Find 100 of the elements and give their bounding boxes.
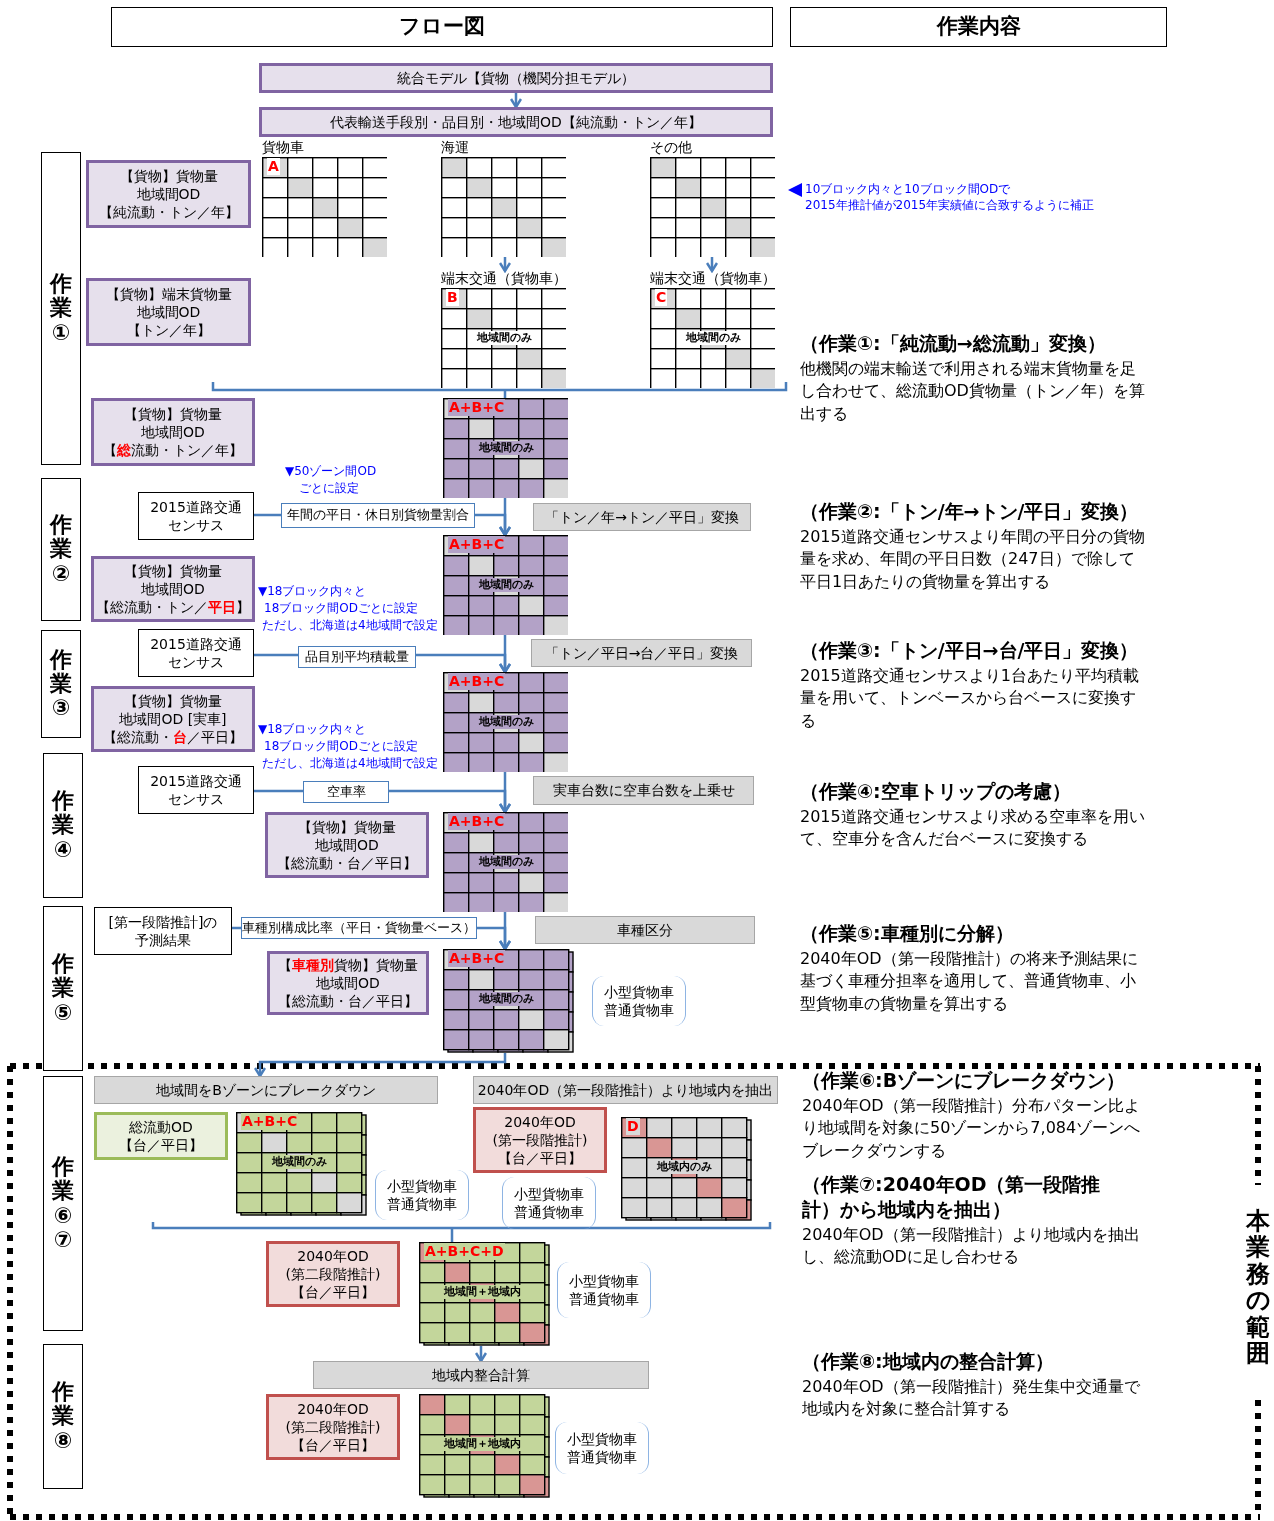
step-label: 作業⑧: [52, 1380, 74, 1453]
box-label: 【貨物】貨物量: [124, 691, 222, 710]
data-box: [266, 1394, 400, 1460]
box-label: 【台／平日】: [291, 1436, 375, 1455]
step-label: 作業⑤: [52, 952, 74, 1025]
box-label: 【台／平日】: [119, 1136, 203, 1155]
data-box: [94, 1112, 228, 1160]
arrow: [389, 789, 512, 814]
box-label: 小型貨物車: [514, 1184, 584, 1203]
step-heading: （作業③:「トン/平日→台/平日」変換）: [800, 638, 1140, 663]
data-box: [91, 686, 255, 752]
box-label: 【貨物】貨物量: [119, 166, 218, 185]
matrix-label: 地域間＋地域内: [441, 1437, 523, 1451]
matrix-title: 端末交通（貨物車）: [441, 270, 567, 287]
box-label: 代表輸送手段別・品目別・地域間OD【純流動・トン／年】: [330, 112, 702, 132]
matrix-corner-label: B: [446, 289, 459, 306]
process-box: [533, 776, 754, 805]
box-label: 2015道路交通: [150, 497, 242, 516]
arrow: [253, 1053, 507, 1078]
process-box: [94, 1076, 438, 1104]
box-label: 「トン／年→トン／平日」変換: [545, 507, 739, 527]
box-label: 【台／平日】: [498, 1149, 582, 1168]
box-label: 実車台数に空車台数を上乗せ: [552, 781, 735, 800]
box-label: 【貨物】端末貨物量: [105, 284, 232, 303]
step-heading: （作業⑤:車種別に分解）: [800, 921, 1015, 946]
box-label: 総流動OD: [129, 1117, 193, 1136]
step-label: 作業②: [50, 513, 72, 586]
box-label: 地域間OD: [141, 422, 205, 442]
matrix-label: 地域間のみ: [683, 331, 743, 345]
data-box: [266, 1241, 400, 1307]
box-label: 「トン／平日→台／平日」変換: [544, 643, 739, 663]
data-box: [259, 107, 773, 137]
annotation-note: ▼18ブロック内々と: [258, 584, 367, 600]
box-label: 小型貨物車: [569, 1271, 639, 1290]
box-label: 予測結果: [135, 931, 191, 950]
step-box: [41, 152, 81, 465]
data-box: [473, 1107, 607, 1173]
box-label: 2040年OD: [297, 1246, 369, 1265]
annotation-note: ただし、北海道は4地域間で設定: [262, 618, 438, 634]
step-heading: （作業①:「純流動→総流動」変換）: [800, 331, 1107, 356]
box-label: 普通貨物車: [567, 1448, 637, 1467]
box-label: 地域間OD: [136, 302, 201, 322]
box-label: 車種別構成比率（平日・貨物量ベース）: [242, 919, 476, 937]
connector-line: [254, 513, 281, 517]
step-label: 作業①: [50, 272, 72, 345]
column-title: フロー図: [399, 13, 485, 41]
arrow: [416, 653, 512, 674]
source-box: [138, 492, 254, 540]
annotation-note: ▼18ブロック内々と: [258, 722, 367, 738]
step-box: [43, 753, 83, 898]
box-label: 地域間OD: [316, 973, 380, 993]
box-label: 品目別平均積載量: [305, 648, 409, 666]
step-description: 2040年OD（第一段階推計）より地域内を抽出し、総流動ODに足し合わせる: [802, 1224, 1141, 1269]
matrix-label: 地域間のみ: [476, 441, 536, 455]
step-label: 作業⑥⑦: [52, 1155, 74, 1252]
matrix-label: 地域内のみ: [654, 1160, 714, 1174]
data-box: [91, 398, 255, 466]
matrix-title: 海運: [441, 139, 469, 156]
data-box: [267, 951, 429, 1015]
column-header: [111, 7, 773, 47]
arrow: [474, 1346, 488, 1363]
step-heading: （作業②:「トン/年→トン/平日」変換）: [800, 499, 1140, 524]
data-box: [265, 812, 429, 878]
box-label: 空車率: [326, 783, 366, 801]
process-box: [313, 1361, 649, 1389]
box-label: 2040年OD: [297, 1399, 369, 1418]
data-box: [86, 160, 251, 228]
source-box: [138, 766, 254, 814]
matrix-title: その他: [650, 139, 692, 156]
box-label: 【総流動・台／平日】: [278, 992, 418, 1011]
step-box: [41, 478, 81, 621]
data-box: [86, 278, 251, 346]
connector-line: [254, 789, 303, 793]
box-label: 【総流動・トン／平日】: [96, 598, 250, 617]
data-box: [259, 63, 773, 93]
arrow: [498, 257, 512, 273]
box-label: 【総流動・台／平日】: [103, 728, 243, 747]
box-label: 【貨物】貨物量: [124, 404, 222, 423]
step-box: [43, 906, 83, 1071]
matrix-corner-label: A+B+C: [448, 399, 506, 416]
box-label: 2040年OD（第一段階推計）より地域内を抽出: [477, 1080, 774, 1100]
matrix-corner-label: A+B+C: [448, 950, 506, 967]
step-label: 作業③: [50, 647, 72, 721]
box-label: センサス: [168, 653, 224, 672]
matrix-corner-label: A+B+C: [241, 1113, 299, 1130]
box-label: 【総流動・トン／年】: [103, 441, 243, 460]
step-heading: （作業⑥:Bゾーンにブレークダウン）: [802, 1068, 1127, 1093]
matrix-label: 地域間のみ: [269, 1155, 329, 1169]
parameter-box: [281, 503, 475, 528]
parameter-box: [303, 781, 389, 803]
annotation-note: 18ブロック間ODごとに設定: [264, 601, 418, 617]
matrix-corner-label: A: [267, 158, 280, 175]
matrix-corner-label: C: [655, 289, 668, 306]
box-label: 【総流動・台／平日】: [277, 854, 417, 873]
annotation-note: 10ブロック内々と10ブロック間ODで: [805, 182, 1011, 198]
box-label: センサス: [168, 790, 224, 809]
step-description: 2040年OD（第一段階推計）の将来予測結果に基づく車種分担率を適用して、普通貨物車、小型貨物車の貨物量を算出する: [800, 948, 1139, 1015]
column-header: [790, 7, 1167, 47]
step-description: 2015道路交通センサスより1台あたり平均積載量を用いて、トンベースから台ベースに変換する: [800, 665, 1140, 732]
matrix-label: 地域間のみ: [476, 855, 536, 869]
